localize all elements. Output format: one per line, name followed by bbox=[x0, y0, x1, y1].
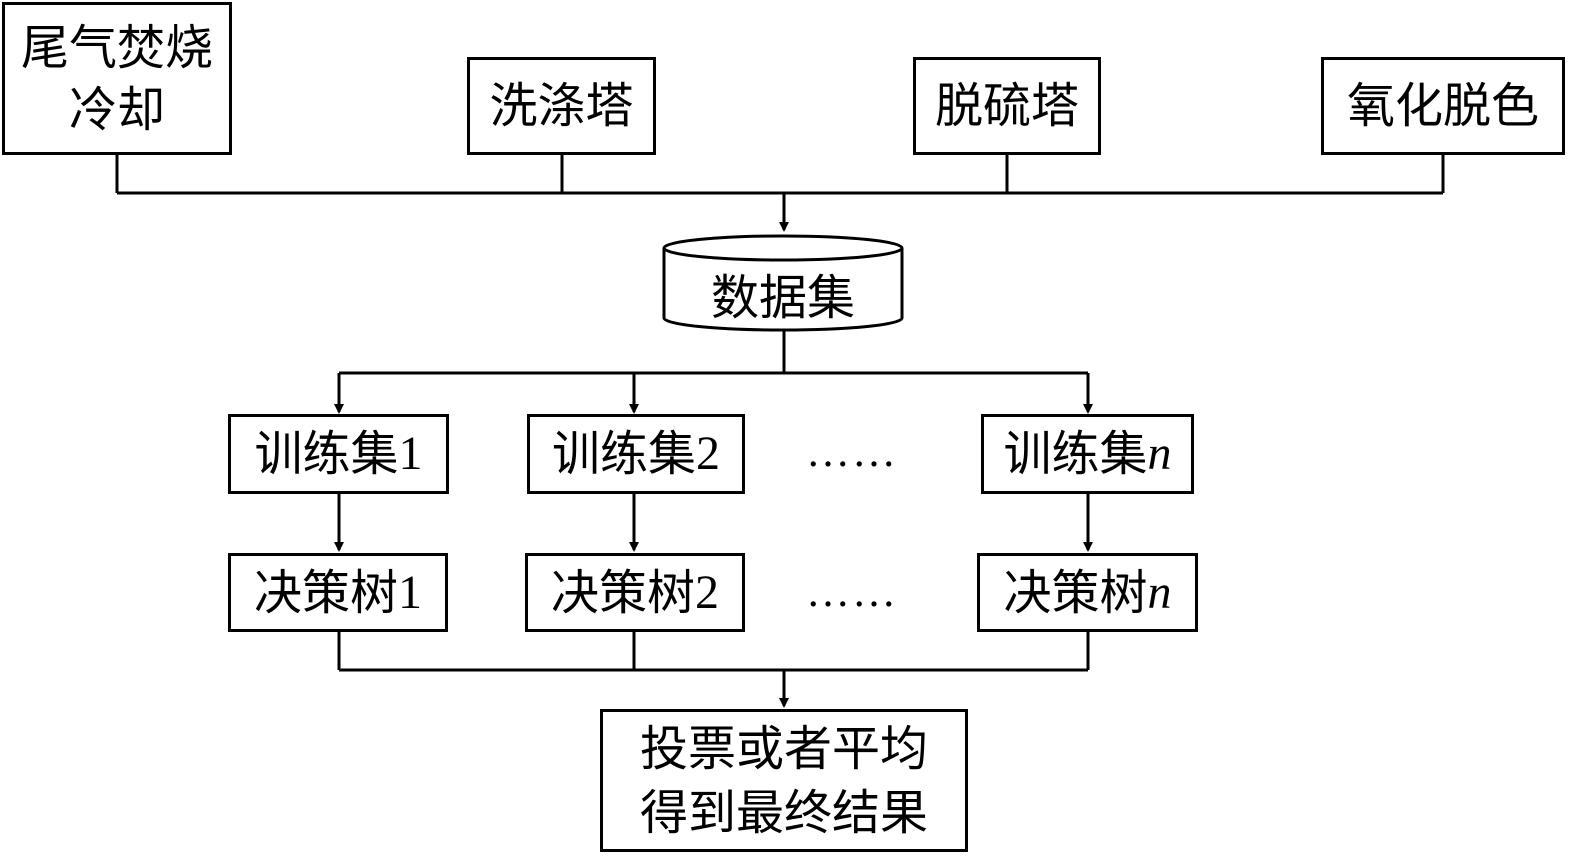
dataset-cylinder bbox=[662, 234, 904, 332]
training-set-n-prefix: 训练集 bbox=[1003, 426, 1148, 482]
unit-4-label: 氧化脱色 bbox=[1346, 78, 1539, 134]
training-set-n-index: n bbox=[1147, 427, 1172, 480]
result-line-2: 得到最终结果 bbox=[639, 784, 928, 841]
unit-desulfurization-tower: 脱硫塔 bbox=[913, 57, 1101, 155]
unit-2-label: 洗涤塔 bbox=[489, 78, 634, 134]
training-ellipsis: …… bbox=[806, 427, 898, 476]
dataset-label: 数据集 bbox=[710, 270, 855, 326]
tree-ellipsis: …… bbox=[806, 567, 898, 616]
training-set-1-prefix: 训练集 bbox=[254, 426, 399, 482]
result-line-1: 投票或者平均 bbox=[639, 720, 928, 777]
training-set-2-prefix: 训练集 bbox=[551, 426, 696, 482]
final-result-box: 投票或者平均 得到最终结果 bbox=[600, 709, 968, 852]
decision-tree-1-prefix: 决策树 bbox=[253, 564, 398, 621]
decision-tree-2-index: 2 bbox=[695, 565, 719, 619]
unit-tail-gas-incineration: 尾气焚烧 冷却 bbox=[2, 2, 232, 155]
decision-tree-n-prefix: 决策树 bbox=[1003, 564, 1148, 621]
decision-tree-1-index: 1 bbox=[398, 565, 422, 619]
unit-1-line-1: 尾气焚烧 bbox=[20, 19, 213, 76]
training-set-1-index: 1 bbox=[398, 427, 423, 480]
unit-3-label: 脱硫塔 bbox=[934, 78, 1079, 134]
unit-scrubber-tower: 洗涤塔 bbox=[467, 57, 656, 155]
training-set-2-index: 2 bbox=[696, 427, 720, 480]
unit-oxidation-decolorization: 氧化脱色 bbox=[1321, 57, 1565, 155]
decision-tree-2-prefix: 决策树 bbox=[550, 564, 695, 621]
unit-1-line-2: 冷却 bbox=[68, 81, 165, 138]
decision-tree-n-index: n bbox=[1147, 565, 1172, 619]
